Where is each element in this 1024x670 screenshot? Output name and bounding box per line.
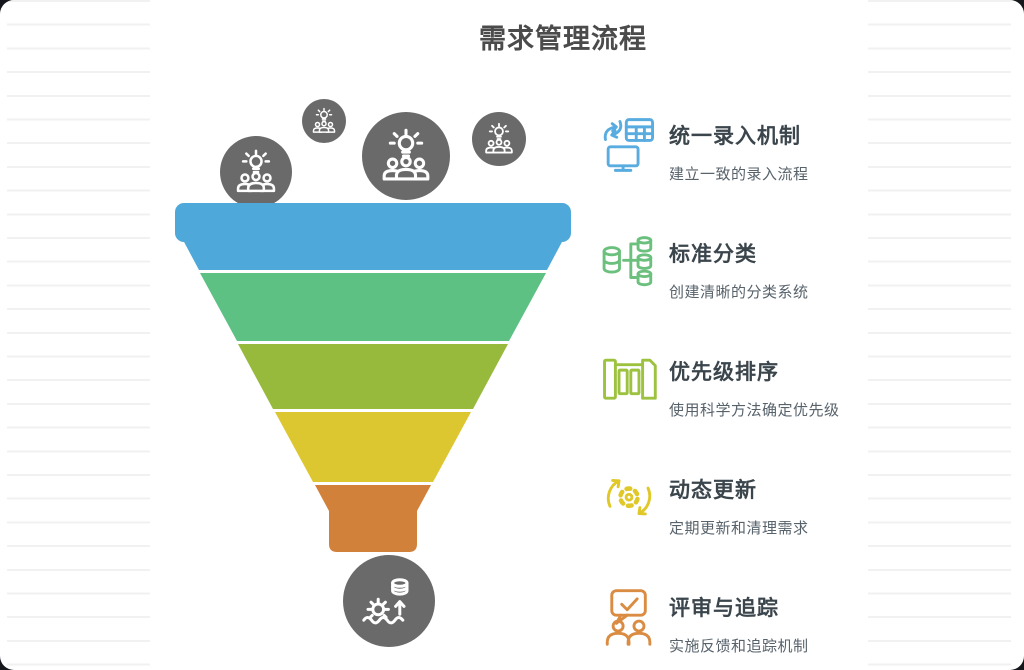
priority-bars-icon — [600, 352, 658, 410]
step-desc: 定期更新和清理需求 — [669, 520, 809, 537]
step-desc: 使用科学方法确定优先级 — [669, 402, 840, 419]
step-prioritization: 优先级排序 使用科学方法确定优先级 — [600, 348, 840, 420]
step-desc: 建立一致的录入流程 — [669, 166, 809, 183]
brainstorm-circle — [302, 99, 346, 143]
step-title: 统一录入机制 — [669, 125, 801, 148]
step-title: 动态更新 — [669, 479, 757, 502]
step-review-tracking: 评审与追踪 实施反馈和追踪机制 — [600, 584, 809, 656]
step-classification: 标准分类 创建清晰的分类系统 — [600, 230, 809, 302]
funnel — [175, 203, 571, 552]
step-entry-mechanism: 统一录入机制 建立一致的录入流程 — [600, 112, 809, 184]
funnel-stage-5 — [315, 485, 431, 552]
steps-list: 统一录入机制 建立一致的录入流程 标准分类 创建清晰的分类系统 — [600, 112, 960, 660]
review-people-icon — [600, 588, 658, 646]
brainstorm-circles — [220, 99, 526, 208]
brainstorm-circle — [472, 112, 526, 166]
gear-refresh-icon — [600, 470, 658, 528]
brainstorm-circle — [220, 136, 292, 208]
funnel-stage-4 — [275, 412, 471, 482]
funnel-stage-3 — [238, 344, 508, 409]
brainstorm-circle — [362, 112, 450, 200]
step-title: 评审与追踪 — [669, 597, 779, 620]
step-dynamic-update: 动态更新 定期更新和清理需求 — [600, 466, 809, 538]
database-tree-icon — [600, 234, 658, 292]
step-title: 优先级排序 — [669, 361, 779, 384]
step-title: 标准分类 — [669, 243, 757, 266]
output-circle — [343, 555, 435, 647]
step-desc: 创建清晰的分类系统 — [669, 284, 809, 301]
step-desc: 实施反馈和追踪机制 — [669, 638, 809, 655]
page-title: 需求管理流程 — [479, 24, 647, 54]
monitor-table-sync-icon — [600, 116, 658, 174]
funnel-stage-2 — [200, 273, 546, 341]
funnel-stage-1 — [175, 203, 571, 270]
